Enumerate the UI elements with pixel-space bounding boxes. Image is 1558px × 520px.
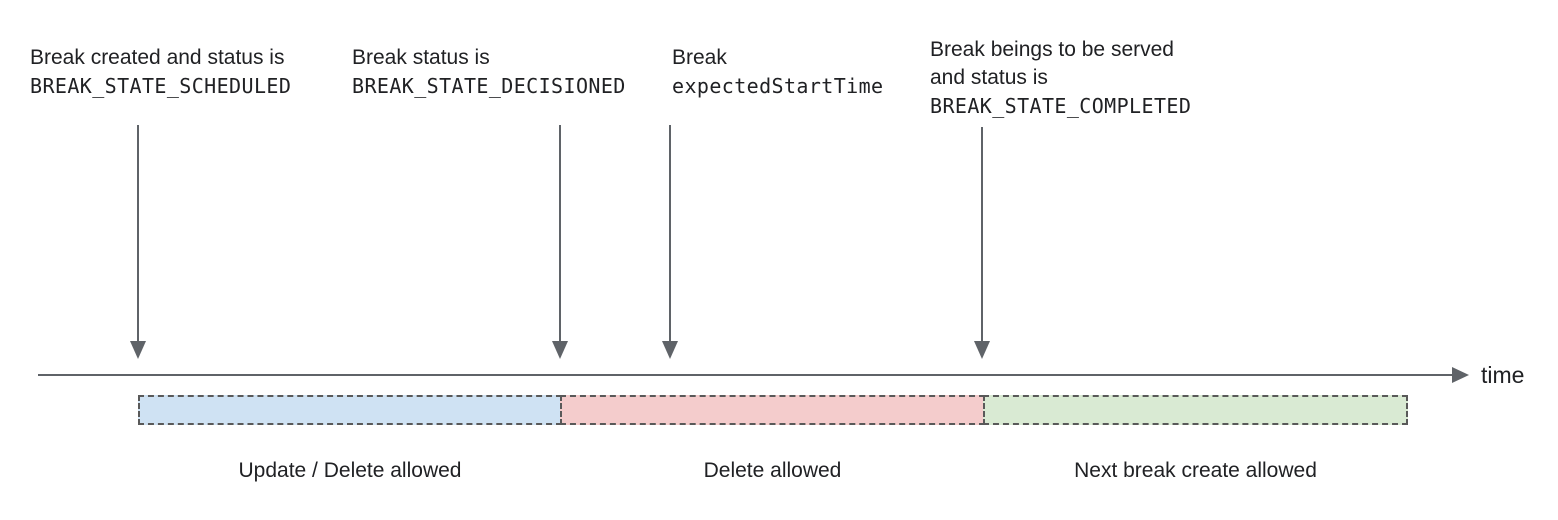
annotation-break-scheduled: Break created and status is BREAK_STATE_… [30, 44, 291, 100]
annotation-text: Break [672, 46, 727, 69]
annotation-text: and status is [930, 66, 1048, 89]
label-delete-allowed: Delete allowed [703, 459, 842, 482]
time-axis-label: time [1481, 362, 1525, 388]
annotation-text: Break beings to be served [930, 38, 1174, 61]
down-arrow-decisioned [552, 125, 568, 359]
arrow-shaft [981, 127, 983, 343]
down-arrow-completed [974, 127, 990, 359]
segment-next-break-create-allowed [983, 395, 1408, 425]
annotation-expected-start-time: Break expectedStartTime [672, 44, 884, 100]
annotation-text: Break created and status is [30, 46, 285, 69]
arrow-shaft [559, 125, 561, 343]
label-next-break-create-allowed: Next break create allowed [1074, 459, 1317, 482]
down-arrow-expected-start-time [662, 125, 678, 359]
code-text: BREAK_STATE_COMPLETED [930, 94, 1192, 118]
arrowhead-down-icon [974, 341, 990, 359]
annotation-break-completed: Break beings to be served and status is … [930, 36, 1191, 120]
arrowhead-down-icon [552, 341, 568, 359]
code-text: BREAK_STATE_SCHEDULED [30, 74, 292, 98]
arrowhead-down-icon [130, 341, 146, 359]
code-text: BREAK_STATE_DECISIONED [352, 74, 626, 98]
segment-update-delete-allowed [138, 395, 562, 425]
annotation-break-decisioned: Break status is BREAK_STATE_DECISIONED [352, 44, 626, 100]
arrowhead-down-icon [662, 341, 678, 359]
code-text: expectedStartTime [672, 74, 884, 98]
arrow-shaft [137, 125, 139, 343]
arrow-shaft [669, 125, 671, 343]
annotation-text: Break status is [352, 46, 490, 69]
down-arrow-scheduled [130, 125, 146, 359]
segment-delete-allowed [560, 395, 985, 425]
timeline-arrowhead-right-icon [1452, 367, 1469, 383]
timeline-axis [38, 374, 1453, 376]
label-update-delete-allowed: Update / Delete allowed [238, 459, 462, 482]
